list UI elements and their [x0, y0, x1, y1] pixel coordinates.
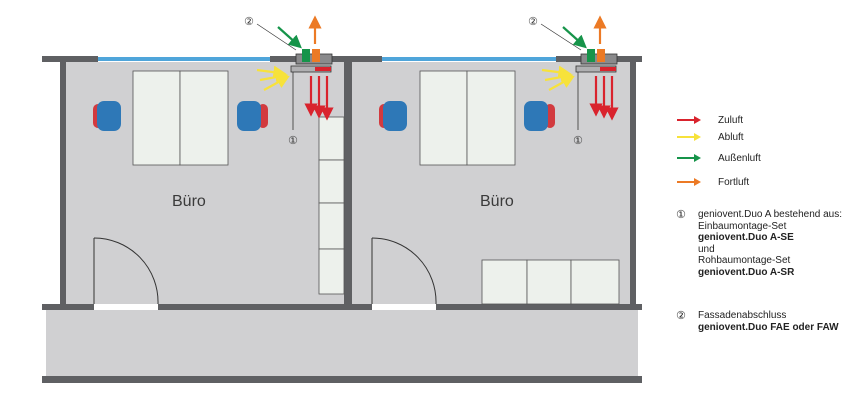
legend-label: Zuluft	[718, 114, 744, 126]
wall-bottom	[42, 304, 94, 310]
note-line: Fassadenabschluss	[698, 310, 787, 321]
chair-icon	[237, 101, 268, 131]
wall-middle	[344, 62, 352, 304]
cabinet-left	[318, 116, 345, 295]
note-line: geniovent.Duo A bestehend aus:	[698, 209, 843, 220]
supply-air-arrows	[589, 76, 619, 121]
callout-one: ①	[573, 134, 583, 147]
ventilation-unit-right	[575, 49, 618, 130]
wall-top	[42, 56, 98, 62]
ventilation-unit-left	[290, 49, 333, 130]
exhaust-air-arrows	[256, 65, 290, 91]
callout-leader	[256, 23, 297, 51]
legend-label: Abluft	[718, 131, 744, 143]
note-unit: ① geniovent.Duo A bestehend aus: Einbaum…	[676, 209, 842, 278]
note-line: Einbaumontage-Set	[698, 220, 787, 232]
window-right	[382, 57, 556, 61]
outdoor-air-arrow	[562, 26, 587, 49]
note-line: geniovent.Duo A-SR	[698, 266, 795, 278]
legend-item-supply: Zuluft	[676, 113, 743, 127]
note-number: ①	[676, 208, 686, 221]
red-arrow-icon	[677, 116, 701, 124]
room-label: Büro	[480, 193, 514, 210]
exhaust-air-arrows	[541, 65, 575, 91]
supply-air-arrows	[304, 76, 334, 121]
chair-icon	[93, 101, 121, 131]
wall-right	[630, 62, 636, 304]
desk-right	[419, 70, 516, 166]
chair-icon	[524, 101, 555, 131]
legend-label: Fortluft	[718, 176, 750, 188]
orange-arrow-icon	[677, 178, 701, 186]
desk-left	[132, 70, 229, 166]
wall-bottom	[158, 304, 372, 310]
callout-leader	[540, 23, 582, 51]
callout-one: ①	[288, 134, 298, 147]
note-facade: ② Fassadenabschluss geniovent.Duo FAE od…	[676, 310, 839, 333]
window-left	[98, 57, 270, 61]
note-line: geniovent.Duo FAE oder FAW	[698, 321, 839, 333]
note-line: Rohbaumontage-Set	[698, 255, 791, 266]
balcony-floor	[46, 310, 638, 376]
door-right	[371, 237, 437, 305]
floor-plan: ② ② ① ① Büro Büro	[42, 15, 642, 383]
callout-two: ②	[244, 15, 254, 28]
note-line: geniovent.Duo A-SE	[698, 232, 794, 243]
note-line: und	[698, 243, 715, 255]
yellow-arrow-icon	[677, 133, 701, 141]
legend-item-outgoing: Fortluft	[676, 175, 749, 189]
note-number: ②	[676, 309, 686, 322]
room-label: Büro	[172, 193, 206, 210]
wall-bottom	[436, 304, 642, 310]
legend-label: Außenluft	[718, 152, 761, 164]
green-arrow-icon	[677, 154, 701, 162]
wall-left	[60, 62, 66, 304]
door-left	[93, 237, 159, 305]
balcony-edge	[42, 376, 642, 383]
outdoor-air-arrow	[277, 26, 302, 49]
cabinet-right	[481, 259, 620, 305]
chair-icon	[379, 101, 407, 131]
legend-item-outdoor: Außenluft	[676, 151, 761, 165]
callout-two: ②	[528, 15, 538, 28]
legend-item-exhaust: Abluft	[676, 130, 744, 144]
